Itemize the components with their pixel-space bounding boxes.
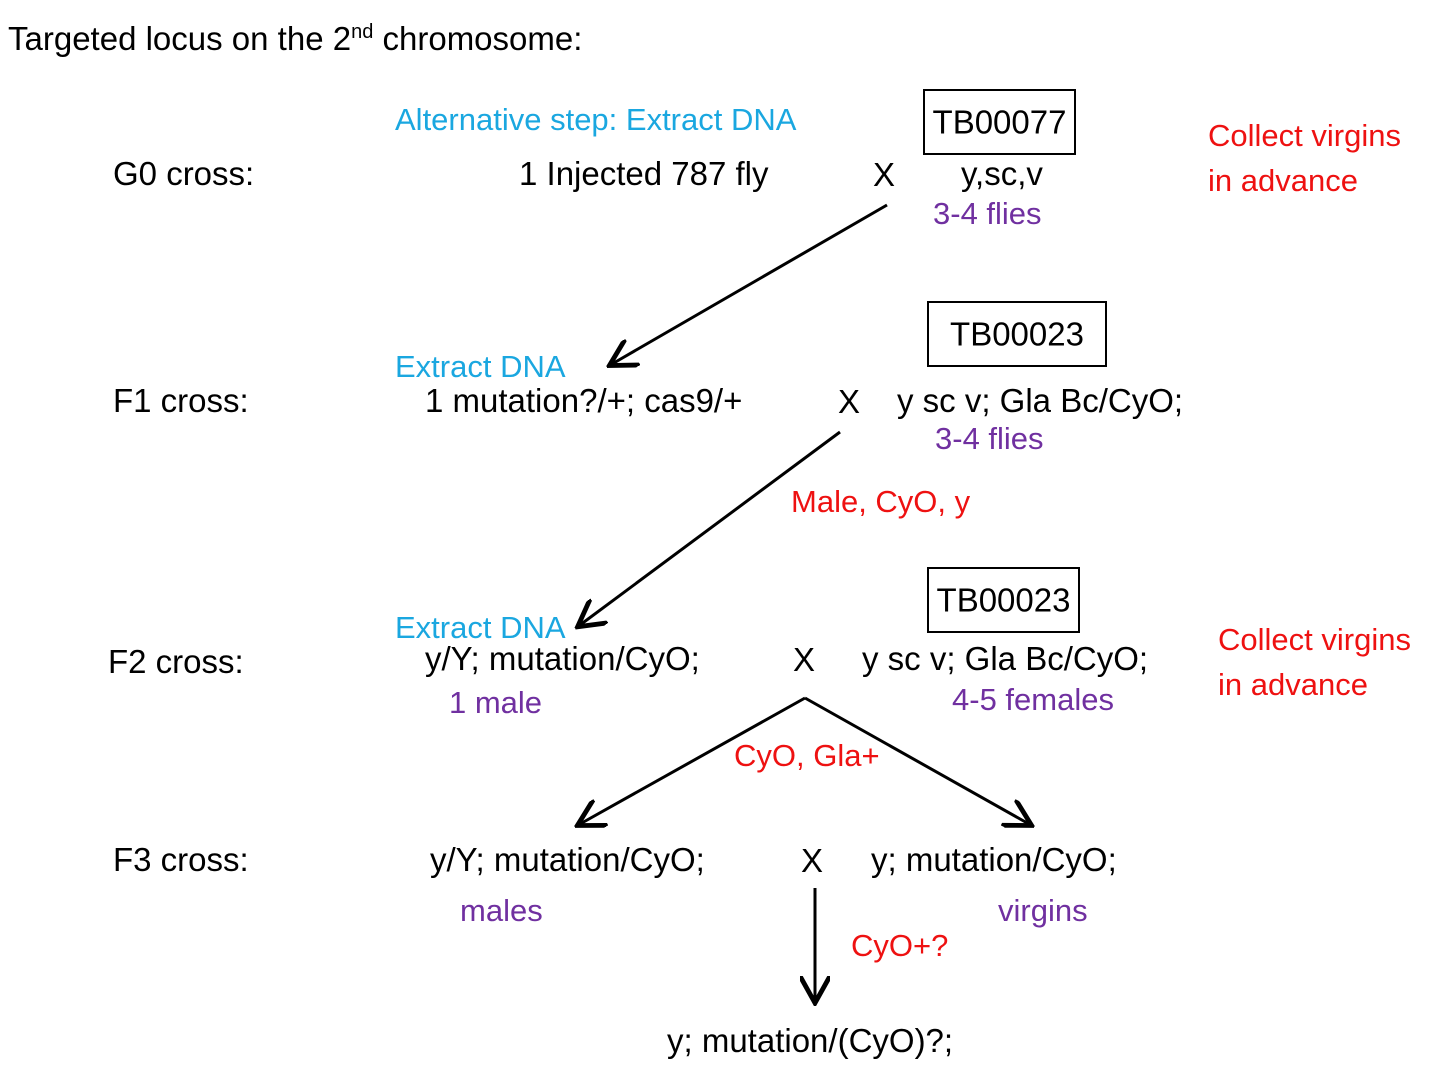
f1-stock-box: TB00023: [927, 301, 1107, 367]
f3-genotype-right: y; mutation/CyO;: [871, 841, 1117, 878]
f2-extract-dna: Extract DNA: [395, 610, 566, 645]
f2-note-line2: in advance: [1218, 667, 1368, 702]
g0-stock-box: TB00077: [923, 89, 1076, 155]
g0-label: G0 cross:: [113, 155, 255, 192]
title-suffix: chromosome:: [373, 20, 583, 57]
f1-label: F1 cross:: [113, 382, 249, 419]
diagram-title: Targeted locus on the 2nd chromosome:: [8, 22, 582, 55]
f1-genotype-right: y sc v; Gla Bc/CyO;: [897, 382, 1184, 419]
arrow-g0-to-f1: [612, 203, 888, 364]
g0-note-line1: Collect virgins: [1208, 118, 1401, 153]
g0-genotype: y,sc,v: [961, 155, 1043, 192]
arrow-f1-to-f2: [580, 430, 841, 625]
f1-cross-symbol: X: [838, 383, 861, 420]
f1-fly-count: 3-4 flies: [935, 421, 1044, 456]
f1-stock-id: TB00023: [950, 315, 1084, 353]
f2-genotype-left: y/Y; mutation/CyO;: [425, 640, 700, 677]
f2-genotype-right: y sc v; Gla Bc/CyO;: [862, 640, 1149, 677]
g0-fly-count: 3-4 flies: [933, 196, 1042, 231]
f3-label: F3 cross:: [113, 841, 249, 878]
f2-left-count: 1 male: [449, 685, 543, 720]
f3-cross-symbol: X: [801, 842, 824, 879]
f2-stock-box: TB00023: [927, 567, 1080, 633]
f3-selection: CyO+?: [851, 928, 949, 963]
f3-right-count: virgins: [998, 893, 1088, 928]
title-superscript: nd: [351, 21, 374, 43]
f3-genotype-left: y/Y; mutation/CyO;: [430, 841, 705, 878]
f2-cross-symbol: X: [793, 641, 816, 678]
f2-label: F2 cross:: [108, 643, 244, 680]
g0-cross-symbol: X: [873, 156, 896, 193]
f2-stock-id: TB00023: [936, 581, 1071, 619]
g0-stock-id: TB00077: [932, 103, 1067, 141]
arrow-f2-to-f3-left: [580, 696, 806, 824]
f1-extract-dna: Extract DNA: [395, 349, 566, 384]
g0-injected-fly: 1 Injected 787 fly: [519, 155, 769, 192]
arrow-f2-to-f3-right: [804, 696, 1029, 824]
final-genotype: y; mutation/(CyO)?;: [667, 1022, 954, 1059]
f3-left-count: males: [460, 893, 543, 928]
g0-note-line2: in advance: [1208, 163, 1358, 198]
f1-genotype-left: 1 mutation?/+; cas9/+: [425, 382, 743, 419]
f2-selection: CyO, Gla+: [734, 738, 880, 773]
g0-alternative-step: Alternative step: Extract DNA: [395, 102, 797, 137]
f2-note-line1: Collect virgins: [1218, 622, 1411, 657]
f2-right-count: 4-5 females: [952, 682, 1114, 717]
f1-selection: Male, CyO, y: [791, 484, 971, 519]
title-prefix: Targeted locus on the 2: [8, 20, 352, 57]
